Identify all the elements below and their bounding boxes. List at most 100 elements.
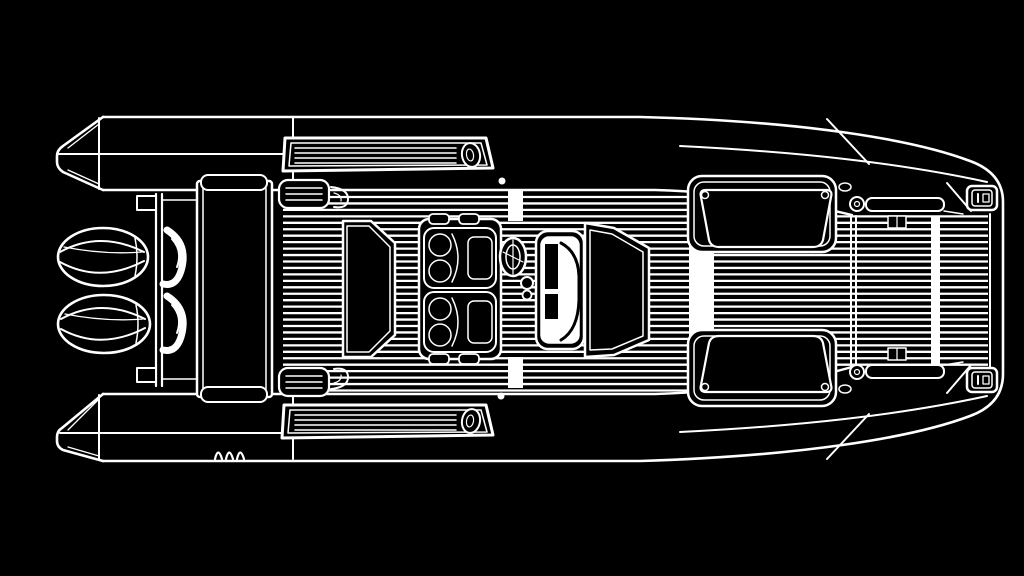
bow-fittings-starboard (838, 347, 972, 394)
hull-tubes-shape (67, 398, 100, 457)
hull-tubes-shape (679, 395, 988, 433)
aft-sunpad-shape (341, 219, 397, 359)
helm-seats-shape (428, 323, 452, 347)
engine-starboard-shape (171, 304, 181, 334)
deck-seams (508, 190, 940, 388)
bow-light-port-shape (965, 184, 999, 212)
bow-light-starboard (965, 366, 999, 394)
helm-seats-shape (428, 259, 452, 283)
engine-port-shape (159, 226, 187, 288)
step-pad-starboard-shape (287, 409, 488, 434)
deck-dots (497, 177, 506, 400)
bow-fittings-starboard-shape (943, 361, 964, 366)
cleat-starboard-shape (333, 374, 342, 384)
helm-console-shape (545, 244, 558, 289)
step-pad-port (281, 136, 495, 173)
step-pad-port-shape (465, 148, 475, 162)
bow-light-port-shape (971, 189, 993, 207)
helm-seats-shape (458, 213, 480, 225)
bow-fittings-starboard-shape (849, 364, 865, 380)
bow-light-port (965, 184, 999, 212)
bow-bench-port-shape (699, 188, 833, 249)
step-pad-starboard-shape (465, 414, 475, 428)
hull-tubes-shape (55, 392, 105, 463)
deck-seams-shape (689, 239, 714, 353)
hull-tubes-shape (67, 123, 100, 185)
bow-bench-starboard (686, 328, 838, 408)
engine-port-shape (63, 246, 143, 254)
forward-seat-pad-shape (583, 221, 651, 359)
bow-bench-port (686, 174, 838, 254)
bow-bench-port-shape (820, 190, 830, 200)
transom-shape (195, 179, 274, 399)
transom-shape (136, 195, 157, 211)
hull-tubes-shape (826, 118, 870, 165)
transom-shape (200, 386, 268, 403)
engine-starboard-shape (60, 327, 146, 341)
aft-sunpad (341, 219, 397, 359)
bow-fittings-port-shape (838, 182, 852, 192)
engine-port-shape (134, 237, 138, 277)
deck-seams-shape (508, 190, 523, 221)
helm-seats-shape (423, 291, 497, 353)
transom (136, 174, 274, 403)
hull-tubes-shape (826, 413, 870, 460)
helm-console (534, 229, 586, 351)
helm-seats-shape (467, 300, 493, 344)
engine-starboard (56, 292, 187, 355)
helm-seats-shape (423, 227, 497, 289)
deck-dots-shape (498, 177, 506, 185)
tube-grab-loops-shape (224, 451, 235, 461)
engine-port-shape (171, 238, 181, 268)
step-pad-starboard-shape (460, 408, 482, 434)
bow-fittings-port-shape (865, 197, 945, 212)
engine-port (56, 226, 187, 288)
bow-bench-port-shape (700, 190, 710, 200)
cleat-starboard-shape (330, 367, 350, 390)
aft-sunpad-shape (346, 225, 391, 353)
transom-shape (136, 367, 157, 383)
helm-seats (417, 213, 503, 365)
helm-seats-shape (451, 233, 459, 283)
engine-starboard-shape (56, 293, 152, 355)
bow-fittings-starboard-shape (865, 364, 945, 379)
helm-seats-shape (428, 297, 452, 321)
cleat-port (277, 178, 350, 210)
hull-tubes-shape (679, 145, 988, 183)
engine-port-shape (59, 260, 145, 274)
cleat-port-shape (330, 186, 350, 209)
engine-starboard-shape (159, 292, 187, 354)
helm-seats-shape (428, 233, 452, 257)
transom-shape (200, 174, 268, 191)
step-pad-starboard (280, 403, 495, 440)
steering-wheel-shape (520, 276, 534, 290)
cleat-starboard (277, 366, 350, 398)
bow-fittings-starboard-shape (838, 384, 852, 394)
hull-tubes-shape (101, 115, 1005, 463)
tube-grab-loops-shape (235, 451, 246, 461)
bow-light-starboard-shape (965, 366, 999, 394)
steering-wheel-shape (502, 251, 524, 263)
bow-bench-starboard-shape (700, 382, 710, 392)
engine-port-shape (56, 226, 150, 288)
tube-grab-loops-shape (213, 451, 224, 461)
helm-seats-shape (428, 353, 450, 365)
steering-wheel-shape (521, 289, 533, 301)
engine-starboard-shape (64, 313, 144, 321)
steering-wheel (498, 236, 534, 301)
forward-seat-pad-shape (589, 229, 644, 351)
forward-seat-pad (583, 221, 651, 359)
helm-seats-shape (451, 297, 459, 347)
engine-starboard-shape (135, 304, 139, 344)
deck-seams-shape (508, 357, 523, 388)
bow-fittings-port-shape (943, 210, 964, 215)
deck-seams-shape (931, 217, 940, 365)
tube-grab-loops (213, 451, 246, 461)
bow-fittings-starboard-shape (853, 368, 861, 376)
hull-tubes-shape (55, 115, 105, 192)
helm-seats-shape (428, 213, 450, 225)
helm-console-shape (559, 241, 581, 342)
bow-light-port-shape (982, 193, 990, 203)
